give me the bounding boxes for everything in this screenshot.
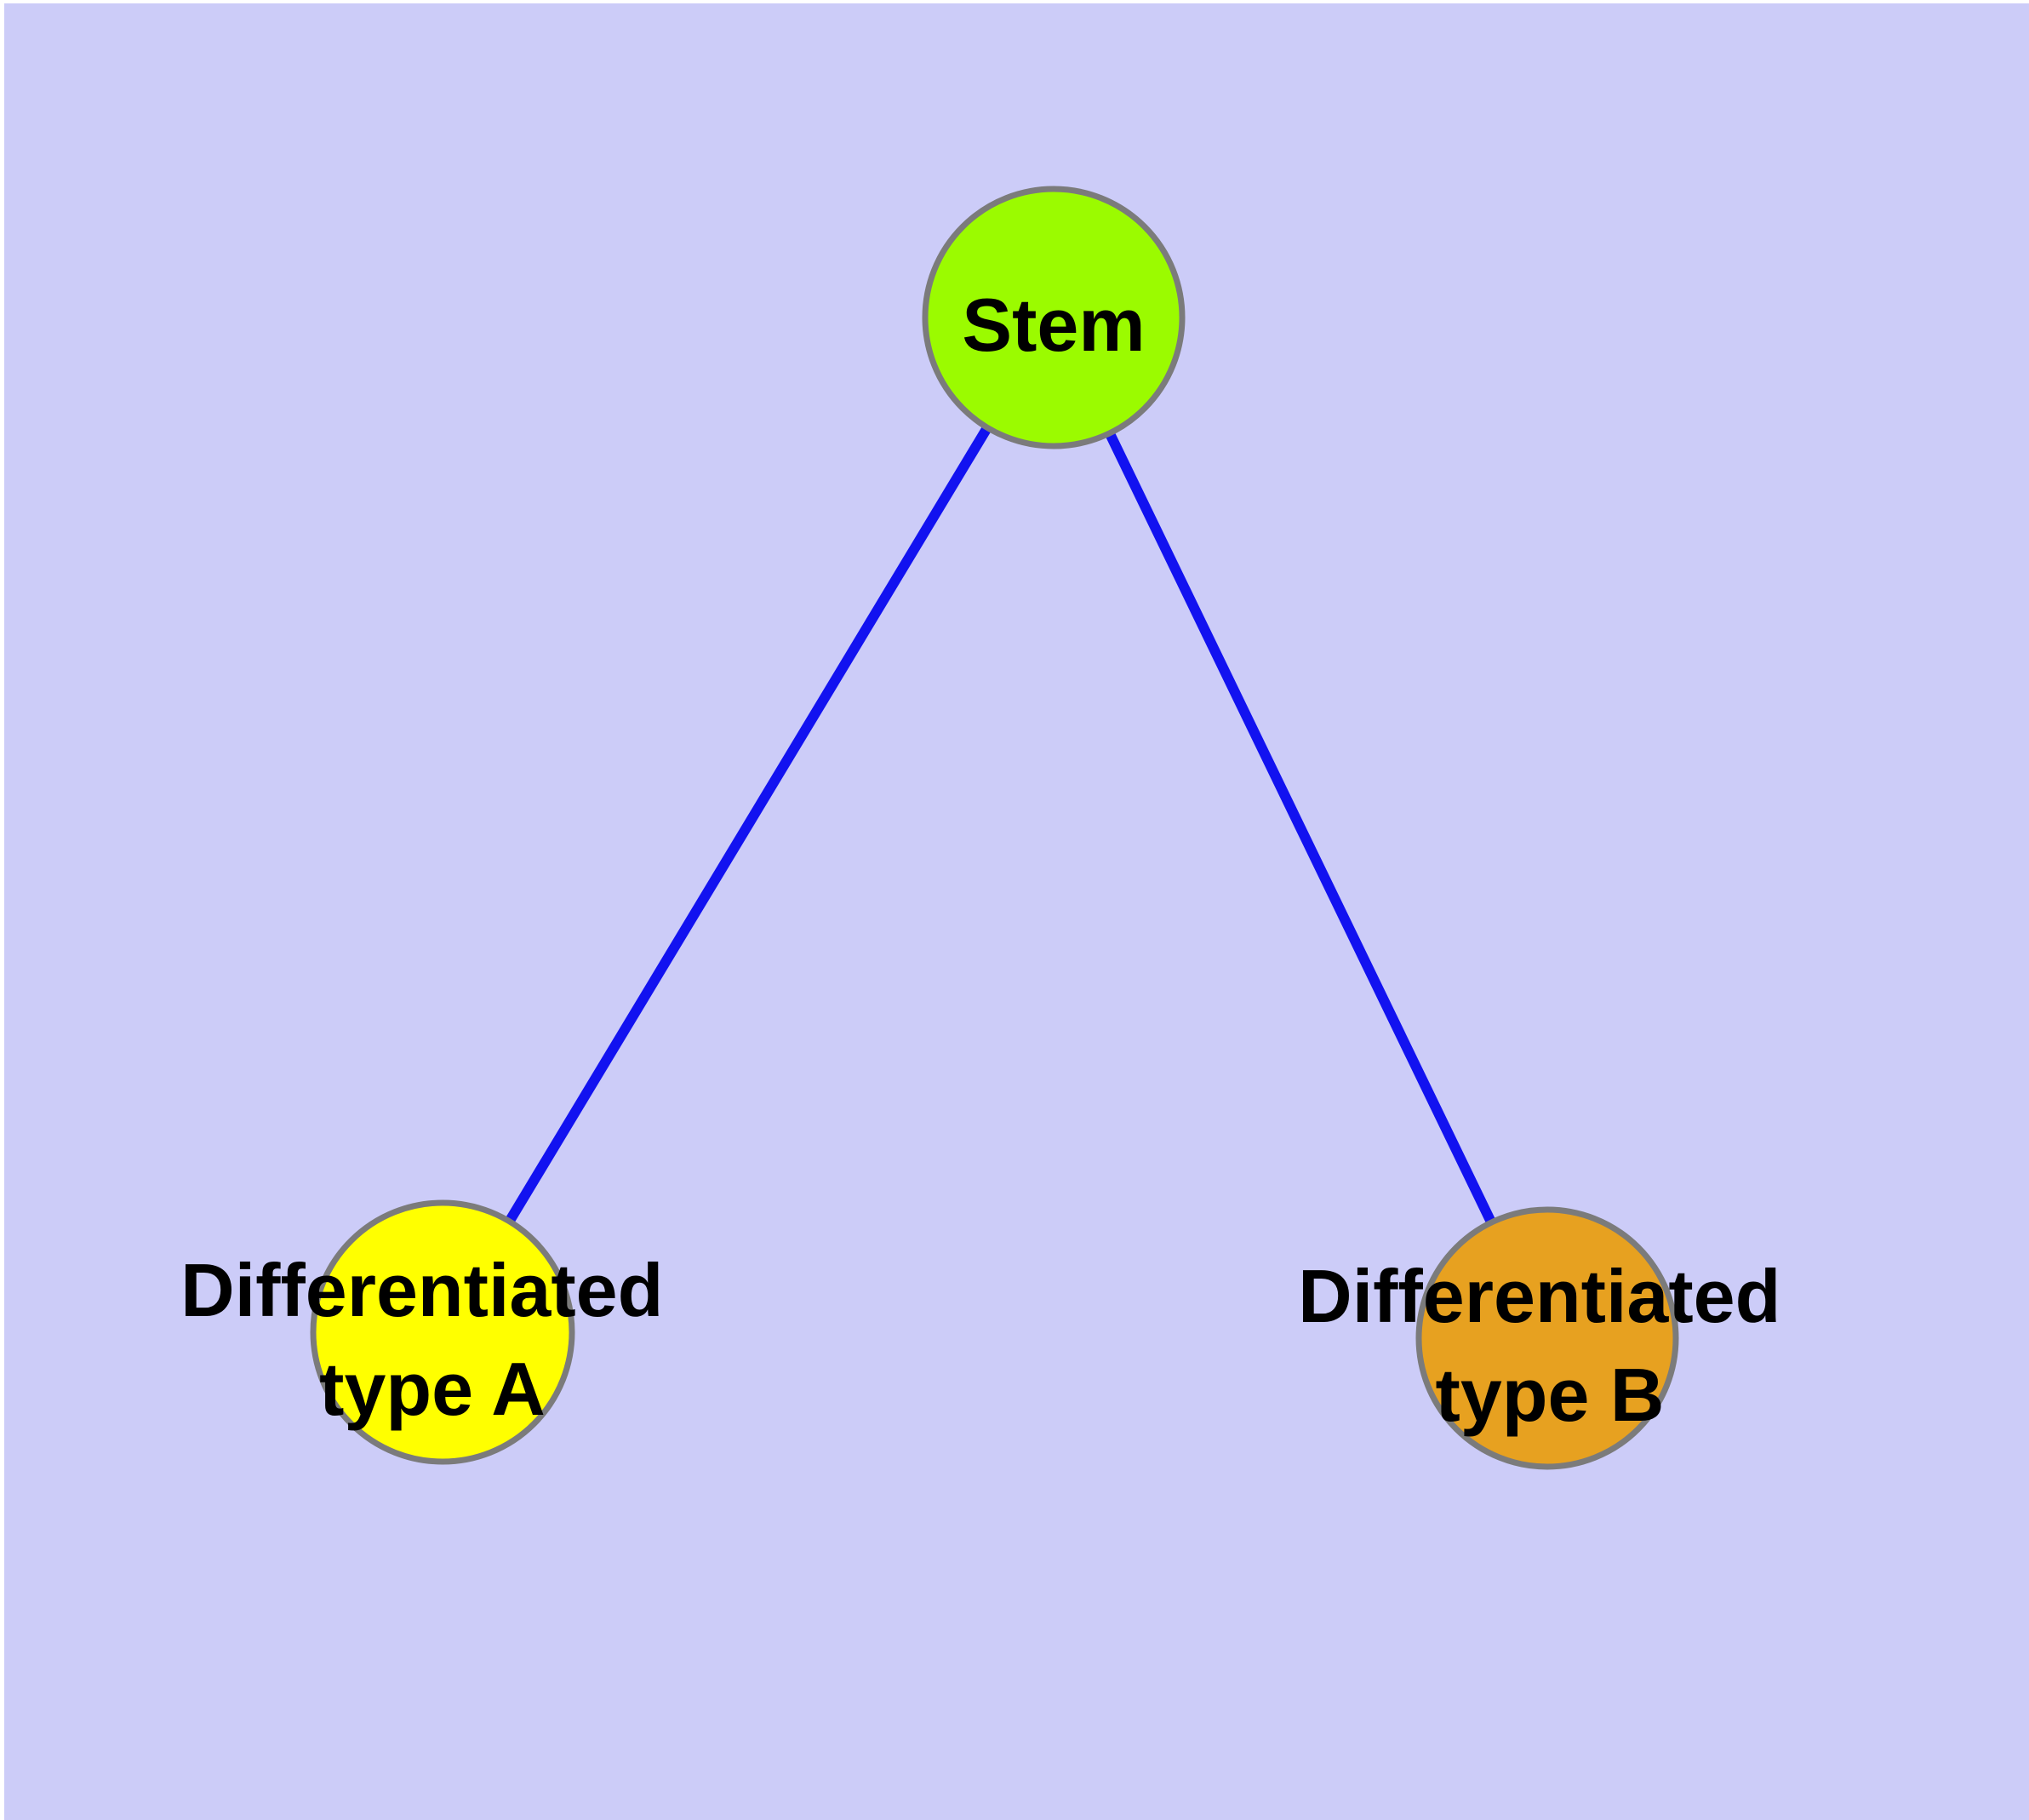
node-type-a-label: Differentiated type A — [180, 1248, 684, 1431]
node-type-b-label-line1: Differentiated — [1298, 1254, 1780, 1338]
node-type-a: Differentiated type A — [180, 1199, 684, 1465]
node-type-a-label-line1: Differentiated — [180, 1248, 663, 1332]
edge-layer — [437, 314, 1552, 1341]
node-type-a-label-line2: type A — [319, 1347, 546, 1431]
node-stem: Stem — [922, 186, 1186, 449]
node-type-b: Differentiated type B — [1298, 1206, 1802, 1470]
node-type-b-circle — [1415, 1206, 1679, 1470]
edge-stem-to-type-b — [1049, 315, 1552, 1341]
node-type-b-label: Differentiated type B — [1298, 1254, 1802, 1437]
node-type-b-label-line2: type B — [1436, 1353, 1665, 1437]
node-type-a-circle — [310, 1199, 575, 1465]
edge-stem-to-type-a — [437, 314, 1059, 1336]
node-stem-circle — [922, 186, 1186, 449]
node-stem-label: Stem — [962, 283, 1145, 367]
